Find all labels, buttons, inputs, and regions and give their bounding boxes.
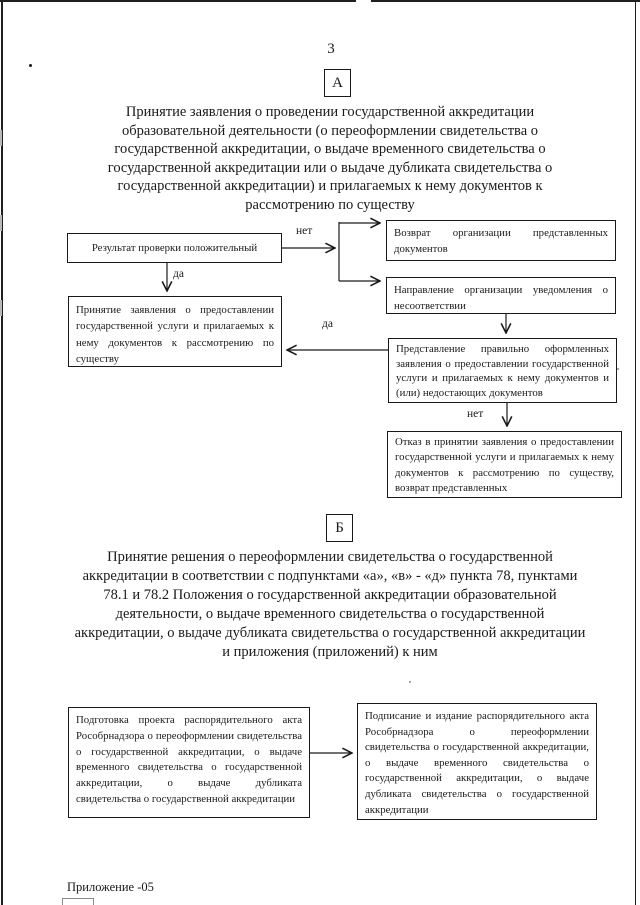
branch-label-yes: да xyxy=(322,318,333,330)
page-border-top xyxy=(0,0,356,2)
scan-speck xyxy=(409,681,411,683)
footer-annotation: Приложение -05 xyxy=(67,880,154,894)
flowchart-box-refusal: Отказ в принятии заявления о предоставле… xyxy=(387,431,622,498)
flowchart-box-accept-application: Принятие заявления о предоставлении госу… xyxy=(68,296,282,367)
scan-speck xyxy=(617,368,619,370)
flowchart-box-return-documents: Возврат организации представленных докум… xyxy=(386,220,616,261)
cutoff-rectangle xyxy=(62,898,94,905)
flowchart-box-resubmission: Представление правильно оформленных заяв… xyxy=(388,338,617,403)
branch-label-yes: да xyxy=(173,268,184,280)
scan-artifact xyxy=(0,215,2,231)
heading-line: аккредитации, о выдаче дубликата свидете… xyxy=(74,625,586,641)
section-b-marker: Б xyxy=(326,514,353,542)
heading-line: государственной аккредитации) и прилагае… xyxy=(117,178,543,195)
section-a-heading: Принятие заявления о проведении государс… xyxy=(60,103,600,215)
heading-line: образовательной деятельности (о переофор… xyxy=(121,122,539,139)
section-a-marker: А xyxy=(324,69,351,97)
page-border-right xyxy=(635,0,636,905)
flowchart-box-check-result: Результат проверки положительный xyxy=(67,233,282,263)
branch-label-no: нет xyxy=(296,225,313,237)
heading-line: деятельности, о выдаче временного свидет… xyxy=(115,606,545,622)
flowchart-box-draft-act: Подготовка проекта распорядительного акт… xyxy=(68,707,310,818)
heading-line: и приложения (приложений) к ним xyxy=(222,644,438,660)
heading-line: рассмотрению по существу xyxy=(245,196,415,213)
flowchart-box-sign-act: Подписание и издание распорядительного а… xyxy=(357,703,597,820)
page-border-top xyxy=(371,0,640,2)
heading-line: государственной аккредитации, о выдаче в… xyxy=(114,141,546,158)
page-number: 3 xyxy=(327,41,335,57)
branch-label-no: нет xyxy=(467,408,484,420)
section-b-heading: Принятие решения о переоформлении свидет… xyxy=(56,548,604,662)
scan-artifact xyxy=(0,300,2,316)
page-border-left xyxy=(1,0,3,905)
flowchart-box-mismatch-notice: Направление организации уведомления о не… xyxy=(386,277,616,314)
heading-line: Принятие решения о переоформлении свидет… xyxy=(107,549,553,565)
heading-line: Принятие заявления о проведении государс… xyxy=(125,104,535,120)
heading-line: 78.1 и 78.2 Положения о государственной … xyxy=(103,587,557,603)
heading-line: государственной аккредитации или о выдач… xyxy=(107,159,553,176)
scan-artifact xyxy=(0,130,2,146)
scan-speck xyxy=(29,64,32,67)
heading-line: аккредитации в соответствии с подпунктам… xyxy=(82,568,578,584)
